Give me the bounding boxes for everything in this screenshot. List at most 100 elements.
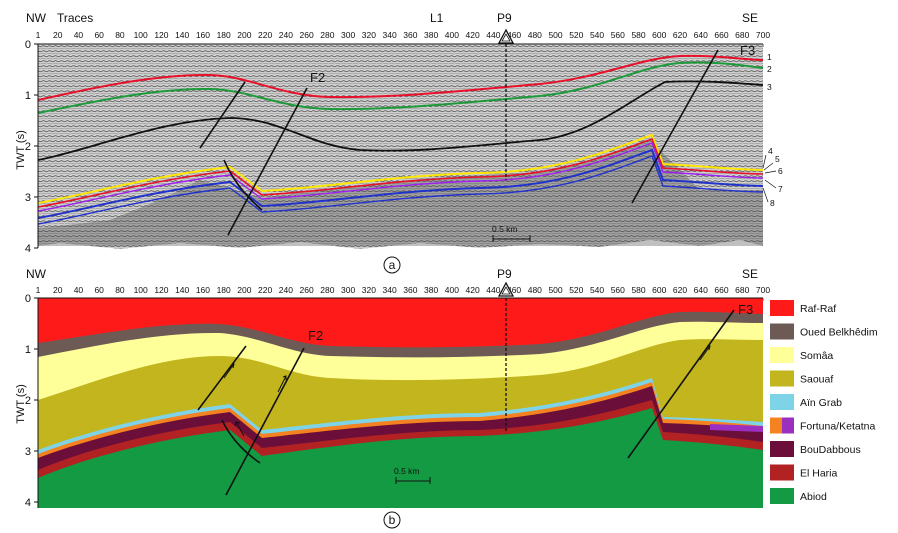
- panel-b-y-axis-label: TWT (s): [15, 384, 27, 424]
- horizon-number-5: 5: [775, 154, 780, 164]
- horizon-number-7: 7: [778, 184, 783, 194]
- panel-b-fault-arrow-2-icon: [277, 375, 287, 393]
- legend-swatch: [770, 417, 782, 434]
- x-tick-label: 1: [36, 285, 41, 295]
- legend-swatch: [770, 370, 794, 387]
- panel-b-fault-arrow-3-icon: [234, 421, 245, 437]
- x-tick-label: 640: [694, 30, 708, 40]
- x-tick-label: 140: [175, 30, 189, 40]
- x-tick-label: 320: [362, 285, 376, 295]
- panel-a-fault-f2-antithetic: [199, 81, 246, 149]
- x-tick-label: 360: [403, 30, 417, 40]
- x-tick-label: 200: [237, 30, 251, 40]
- panel-b-fault-f2-antithetic: [197, 345, 247, 411]
- legend-swatch: [770, 464, 794, 481]
- x-tick-label: 560: [611, 30, 625, 40]
- panel-a-scale-label: 0.5 km: [492, 224, 518, 234]
- horizon-2-green: [38, 61, 763, 114]
- panel-b-fault-f2-main: [225, 347, 305, 496]
- x-tick-label: 600: [652, 285, 666, 295]
- x-tick-label: 160: [196, 285, 210, 295]
- x-tick-label: 60: [94, 30, 104, 40]
- y-tick-label: 0: [25, 39, 31, 51]
- x-tick-label: 420: [465, 30, 479, 40]
- x-tick-label: 80: [115, 285, 125, 295]
- horizon-number-8: 8: [770, 198, 775, 208]
- x-tick-label: 200: [237, 285, 251, 295]
- x-tick-label: 620: [673, 30, 687, 40]
- x-tick-label: 160: [196, 30, 210, 40]
- panel-b-letter: b: [389, 513, 396, 527]
- panel-a-scale-bar: [492, 235, 531, 242]
- horizon-number-6: 6: [778, 166, 783, 176]
- panel-a-fault-f2-splay: [223, 159, 263, 211]
- x-tick-label: 440: [486, 285, 500, 295]
- x-tick-label: 520: [569, 285, 583, 295]
- horizon-number-2: 2: [767, 64, 772, 74]
- x-tick-label: 660: [714, 285, 728, 295]
- panel-b-well-triangle-inner: [501, 286, 511, 295]
- y-tick-label: 2: [25, 395, 31, 407]
- legend-swatch: [770, 441, 794, 457]
- panel-a-seismic-section: [38, 44, 763, 249]
- x-tick-label: 480: [528, 285, 542, 295]
- panel-b-letter-circle: [383, 511, 401, 529]
- x-tick-label: 640: [694, 285, 708, 295]
- panel-a-letter: a: [389, 258, 396, 272]
- panel-a-traces-label: Traces: [57, 11, 93, 25]
- legend-swatch: [770, 323, 794, 340]
- horizon-4-yellow: [38, 133, 763, 204]
- x-tick-label: 700: [756, 285, 770, 295]
- x-tick-label: 180: [217, 30, 231, 40]
- x-tick-label: 220: [258, 30, 272, 40]
- legend-label: Abiod: [800, 491, 827, 503]
- panel-b-scale-bar: [395, 477, 431, 484]
- x-tick-label: 540: [590, 285, 604, 295]
- x-tick-label: 660: [714, 30, 728, 40]
- panel-b-fault-label-f3: F3: [738, 302, 753, 317]
- legend-swatch-secondary: [782, 417, 794, 434]
- x-tick-label: 680: [735, 30, 749, 40]
- x-tick-label: 580: [631, 30, 645, 40]
- panel-a-fault-f2-main: [227, 87, 308, 236]
- x-tick-label: 620: [673, 285, 687, 295]
- x-tick-label: 560: [611, 285, 625, 295]
- x-tick-label: 220: [258, 285, 272, 295]
- legend-label: BouDabbous: [800, 444, 861, 456]
- horizon-3-black: [38, 80, 763, 161]
- x-tick-label: 120: [154, 30, 168, 40]
- x-tick-label: 60: [94, 285, 104, 295]
- panel-b-fault-arrow-1-icon: [223, 363, 235, 379]
- x-tick-label: 300: [341, 30, 355, 40]
- x-tick-label: 480: [528, 30, 542, 40]
- x-tick-label: 1: [36, 30, 41, 40]
- panel-a-well-label: P9: [497, 11, 512, 25]
- y-tick-label: 3: [25, 446, 31, 458]
- legend-label: Raf-Raf: [800, 303, 836, 315]
- panel-b-fault-arrow-4-icon: [699, 345, 711, 361]
- panel-a-fault-label-f3: F3: [740, 43, 755, 58]
- panel-a-se-label: SE: [742, 11, 758, 25]
- x-tick-label: 500: [548, 285, 562, 295]
- x-tick-label: 700: [756, 30, 770, 40]
- panel-b-se-label: SE: [742, 267, 758, 281]
- x-tick-label: 420: [465, 285, 479, 295]
- x-tick-label: 260: [300, 30, 314, 40]
- horizon-number-3: 3: [767, 82, 772, 92]
- panel-b-fault-f2-splay: [221, 419, 261, 464]
- panel-b-well-label: P9: [497, 267, 512, 281]
- legend-swatch: [770, 347, 794, 363]
- panel-a-letter-circle: [383, 256, 401, 274]
- legend-label: Fortuna/Ketatna: [800, 421, 875, 433]
- x-tick-label: 520: [569, 30, 583, 40]
- x-tick-label: 240: [279, 285, 293, 295]
- x-tick-label: 300: [341, 285, 355, 295]
- x-tick-label: 400: [445, 30, 459, 40]
- layer-raf-raf: [38, 298, 763, 348]
- x-tick-label: 40: [74, 285, 84, 295]
- x-tick-label: 380: [424, 30, 438, 40]
